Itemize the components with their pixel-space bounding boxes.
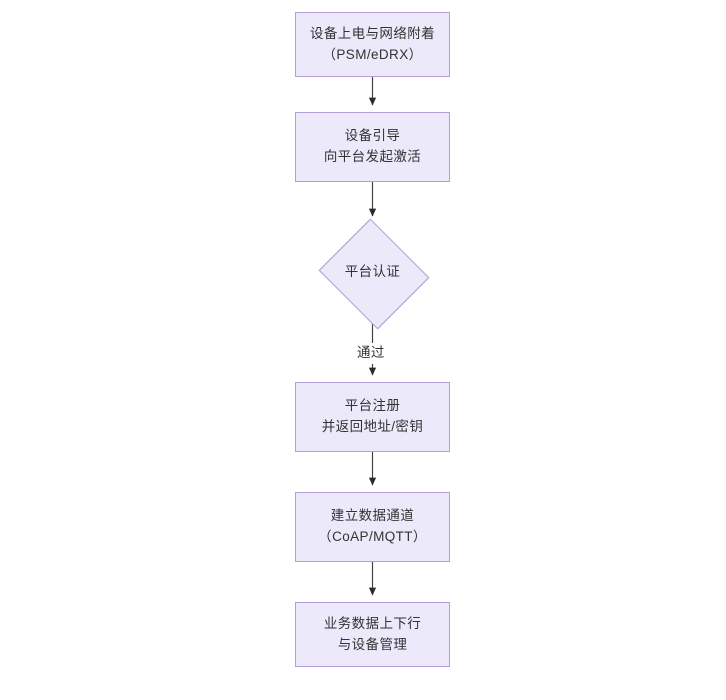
node-power-on[interactable]: 设备上电与网络附着 （PSM/eDRX） <box>295 12 450 77</box>
node-platform-register[interactable]: 平台注册 并返回地址/密钥 <box>295 382 450 452</box>
node-platform-register-line-2: 并返回地址/密钥 <box>321 419 424 434</box>
node-service-data-line-1: 业务数据上下行 <box>323 615 422 631</box>
node-data-channel[interactable]: 建立数据通道 （CoAP/MQTT） <box>295 492 450 562</box>
node-data-channel-line-1: 建立数据通道 <box>330 508 415 524</box>
node-bootstrap-line-1: 设备引导 <box>344 128 401 144</box>
node-platform-auth-label: 平台认证 <box>344 264 401 280</box>
node-service-data-line-2: 与设备管理 <box>337 636 408 652</box>
node-bootstrap-line-2: 向平台发起激活 <box>323 149 422 164</box>
node-bootstrap[interactable]: 设备引导 向平台发起激活 <box>295 112 450 182</box>
node-power-on-line-2: （PSM/eDRX） <box>322 46 423 62</box>
edge-label-pass: 通过 <box>354 343 388 364</box>
node-power-on-line-1: 设备上电与网络附着 <box>309 25 436 41</box>
node-platform-auth[interactable]: 平台认证 <box>316 218 429 329</box>
node-service-data[interactable]: 业务数据上下行 与设备管理 <box>295 602 450 667</box>
node-data-channel-line-2: （CoAP/MQTT） <box>318 529 427 544</box>
node-platform-register-line-1: 平台注册 <box>344 398 401 414</box>
